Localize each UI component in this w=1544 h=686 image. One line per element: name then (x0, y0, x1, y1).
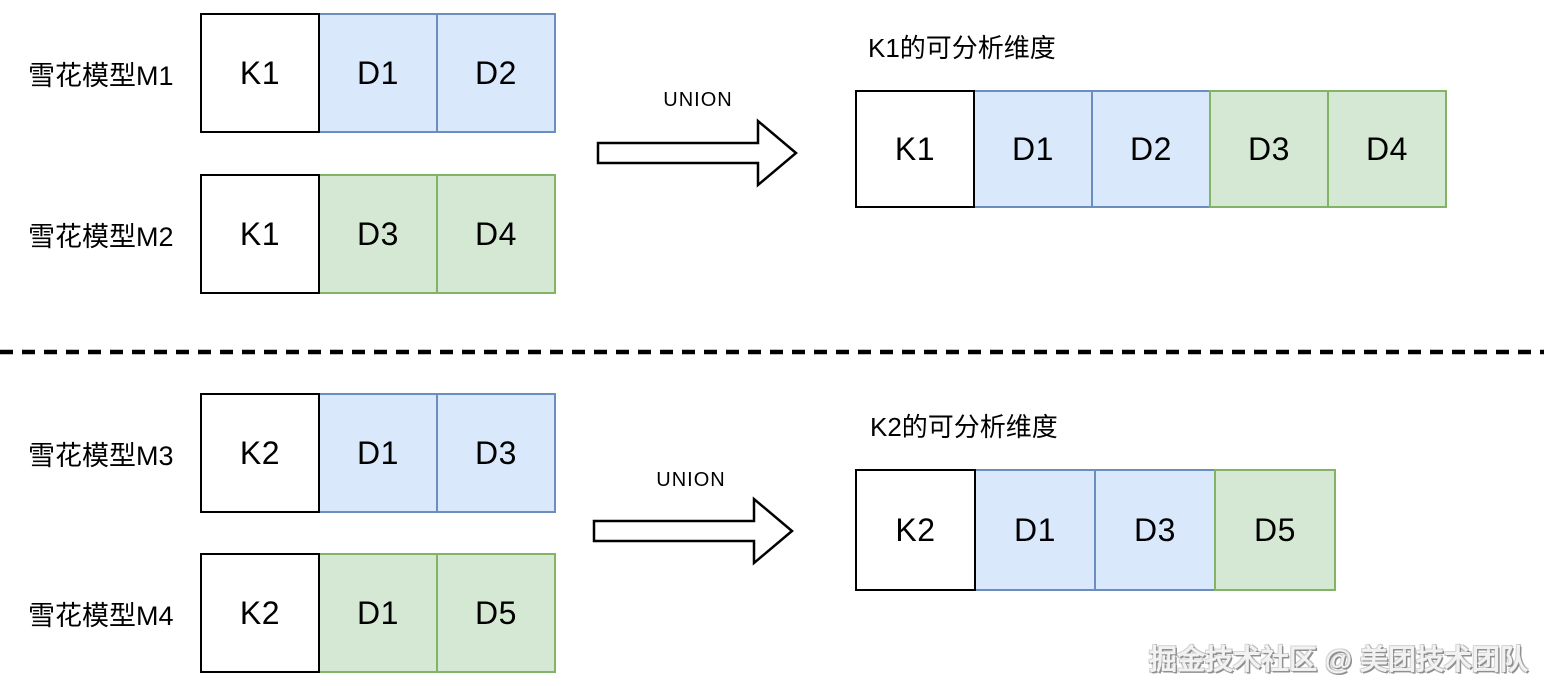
result-k2-row: K2 D1 D3 D5 (855, 469, 1336, 591)
model-m2-row: K1 D3 D4 (200, 174, 556, 294)
dim-cell: D1 (973, 90, 1093, 208)
key-cell: K1 (200, 13, 320, 133)
result-k1-title: K1的可分析维度 (868, 33, 1056, 63)
dim-cell: D5 (436, 553, 556, 673)
dim-cell: D1 (974, 469, 1096, 591)
model-m4-label: 雪花模型M4 (28, 600, 174, 631)
dim-cell: D3 (436, 393, 556, 513)
union-arrow-icon (596, 118, 798, 188)
key-cell: K2 (200, 553, 320, 673)
dim-cell: D3 (318, 174, 438, 294)
key-cell: K1 (200, 174, 320, 294)
key-cell: K2 (200, 393, 320, 513)
model-m1-row: K1 D1 D2 (200, 13, 556, 133)
dim-cell: D1 (318, 393, 438, 513)
union-label: UNION (663, 89, 733, 111)
model-m3-row: K2 D1 D3 (200, 393, 556, 513)
union-arrow-icon (592, 496, 794, 566)
dim-cell: D4 (436, 174, 556, 294)
result-k2-title: K2的可分析维度 (870, 412, 1058, 442)
dim-cell: D2 (436, 13, 556, 133)
dim-cell: D3 (1094, 469, 1216, 591)
model-m4-row: K2 D1 D5 (200, 553, 556, 673)
union-label: UNION (656, 469, 726, 491)
dim-cell: D3 (1209, 90, 1329, 208)
model-m2-label: 雪花模型M2 (28, 221, 174, 252)
dim-cell: D1 (318, 553, 438, 673)
model-m1-label: 雪花模型M1 (28, 60, 174, 91)
key-cell: K1 (855, 90, 975, 208)
dashed-divider (0, 349, 1544, 355)
dim-cell: D4 (1327, 90, 1447, 208)
key-cell: K2 (855, 469, 976, 591)
dim-cell: D2 (1091, 90, 1211, 208)
result-k1-row: K1 D1 D2 D3 D4 (855, 90, 1447, 208)
model-m3-label: 雪花模型M3 (28, 440, 174, 471)
dim-cell: D1 (318, 13, 438, 133)
dim-cell: D5 (1214, 469, 1336, 591)
watermark-text: 掘金技术社区 @ 美团技术团队 (1149, 644, 1528, 675)
